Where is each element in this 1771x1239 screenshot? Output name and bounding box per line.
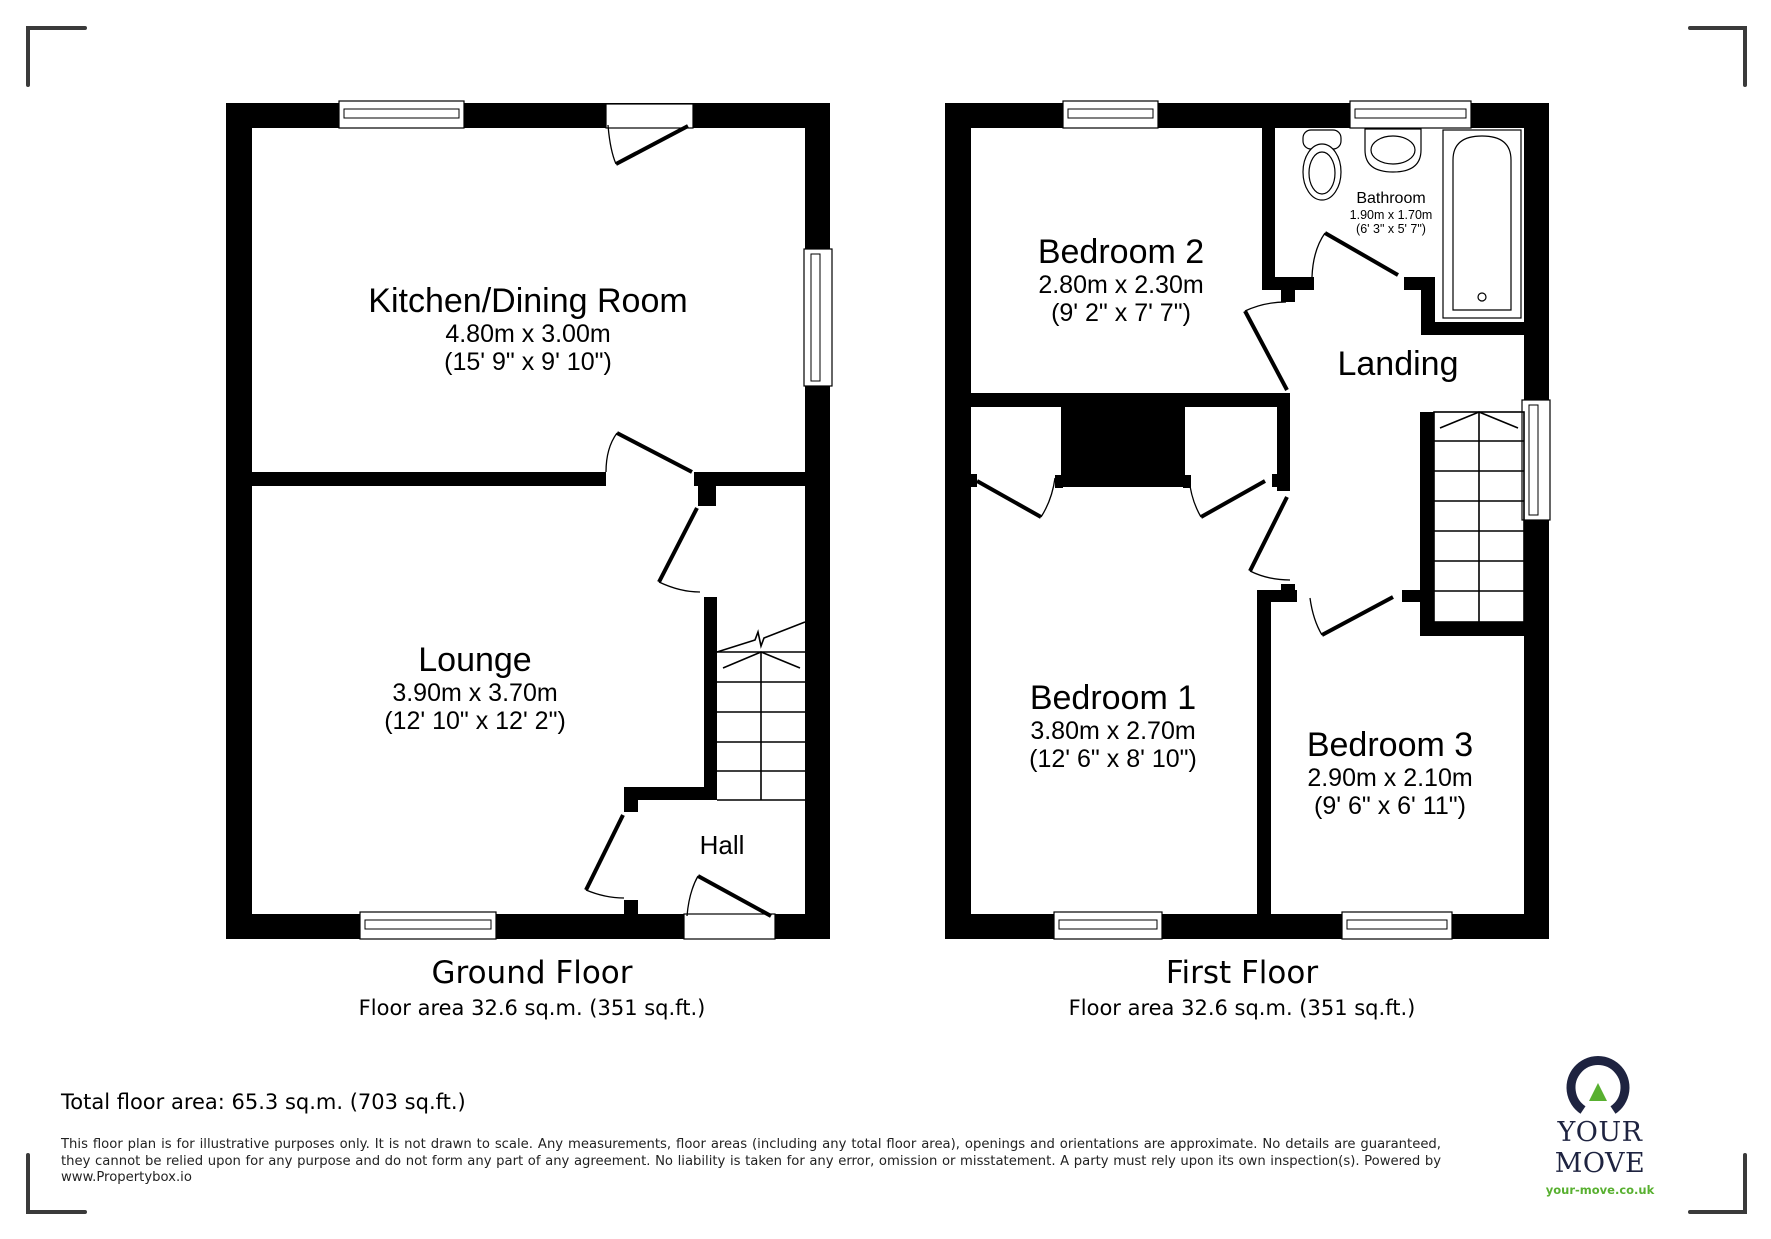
door-swing-icon <box>976 231 1399 637</box>
room-name: Hall <box>699 830 745 860</box>
logo-brand-name: YOUR MOVE <box>1554 1117 1646 1179</box>
room-metric: 1.90m x 1.70m <box>1349 207 1433 222</box>
logo-url: your-move.co.uk <box>1545 1183 1655 1197</box>
ground-floor-caption: Ground Floor Floor area 32.6 sq.m. (351 … <box>359 953 706 1025</box>
floor-area: Floor area 32.6 sq.m. (351 sq.ft.) <box>358 996 706 1021</box>
room-metric: 3.80m x 2.70m <box>1030 717 1196 746</box>
room-metric: 2.90m x 2.10m <box>1307 764 1473 793</box>
floor-title: First Floor <box>1165 955 1319 991</box>
first-floor-caption: First Floor Floor area 32.6 sq.m. (351 s… <box>1069 953 1416 1025</box>
room-name: Bathroom <box>1356 190 1426 207</box>
toilet-icon <box>1302 129 1342 201</box>
room-name: Lounge <box>418 641 532 679</box>
floor-area: Floor area 32.6 sq.m. (351 sq.ft.) <box>1068 996 1416 1021</box>
first-floor-plan <box>945 100 1551 940</box>
room-name: Bedroom 3 <box>1306 726 1474 764</box>
basin-icon <box>1364 128 1422 173</box>
logo-mark-space <box>1512 1055 1688 1115</box>
floor-title: Ground Floor <box>431 955 633 991</box>
window-icon <box>1053 100 1551 940</box>
total-floor-area: Total floor area: 65.3 sq.m. (703 sq.ft.… <box>61 1090 466 1114</box>
your-move-logo: YOUR MOVE your-move.co.uk <box>1512 1055 1688 1197</box>
room-metric: 3.90m x 3.70m <box>392 679 558 708</box>
room-imperial: (15' 9" x 9' 10") <box>444 348 612 377</box>
room-imperial: (9' 2" x 7' 7") <box>1051 299 1191 328</box>
window-icon <box>338 100 833 940</box>
room-label-kitchen-dining: Kitchen/Dining Room 4.80m x 3.00m (15' 9… <box>368 282 687 376</box>
ground-floor-plan <box>226 100 833 940</box>
room-label-hall: Hall <box>699 830 745 860</box>
room-metric: 2.80m x 2.30m <box>1038 271 1204 300</box>
room-label-landing: Landing <box>1337 345 1458 383</box>
room-name: Bedroom 2 <box>1037 233 1205 271</box>
room-metric: 4.80m x 3.00m <box>445 320 611 349</box>
room-imperial: (12' 6" x 8' 10") <box>1029 745 1197 774</box>
room-name: Bedroom 1 <box>1029 679 1197 717</box>
door-swing-icon <box>584 124 776 940</box>
staircase-icon <box>716 621 806 801</box>
room-label-bedroom-1: Bedroom 1 3.80m x 2.70m (12' 6" x 8' 10"… <box>1029 679 1197 773</box>
room-imperial: (9' 6" x 6' 11") <box>1314 792 1466 821</box>
room-imperial: (12' 10" x 12' 2") <box>384 707 566 736</box>
room-label-bedroom-2: Bedroom 2 2.80m x 2.30m (9' 2" x 7' 7") <box>1038 233 1204 327</box>
bathtub-icon <box>1442 129 1522 319</box>
room-label-bathroom: Bathroom 1.90m x 1.70m (6' 3" x 5' 7") <box>1350 190 1433 236</box>
corner-bracket-icon <box>26 26 1747 1214</box>
disclaimer-text: This floor plan is for illustrative purp… <box>61 1137 1441 1185</box>
room-imperial: (6' 3" x 5' 7") <box>1356 221 1426 236</box>
room-label-lounge: Lounge 3.90m x 3.70m (12' 10" x 12' 2") <box>384 641 566 735</box>
staircase-icon <box>1433 411 1525 623</box>
room-name: Landing <box>1337 345 1459 383</box>
your-move-logo-icon <box>1566 1056 1630 1114</box>
room-name: Kitchen/Dining Room <box>368 282 688 320</box>
room-label-bedroom-3: Bedroom 3 2.90m x 2.10m (9' 6" x 6' 11") <box>1307 726 1473 820</box>
